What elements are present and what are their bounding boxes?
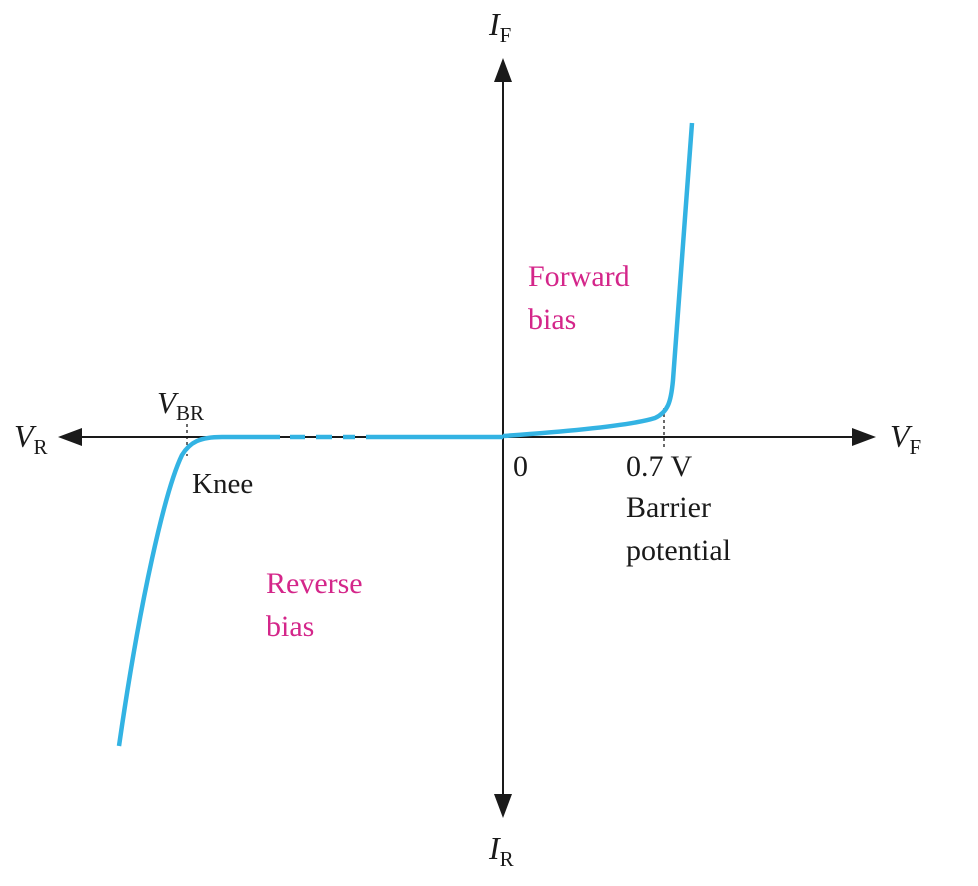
reverse-breakdown-curve [116,434,280,747]
barrier-value-label: 0.7 V [626,450,693,483]
forward-bias-label: Forward bias [528,256,630,341]
if-axis-label: IF [489,6,512,47]
forward-bias-line1: Forward [528,260,630,293]
vr-axis-label: VR [14,418,48,459]
vr-arrowhead [58,428,82,446]
reverse-bias-line2: bias [266,609,315,643]
ir-arrowhead [494,794,512,818]
vf-arrowhead [852,428,876,446]
barrier-line1: Barrier [626,491,711,524]
vf-axis-label: VF [890,418,922,459]
barrier-line2: potential [626,533,731,567]
ir-axis-label: IR [489,830,514,871]
reverse-bias-label: Reverse bias [266,563,363,648]
vbr-label: VBR [157,385,204,425]
barrier-potential-label: Barrier potential [626,487,731,572]
forward-bias-line2: bias [528,302,577,336]
origin-label: 0 [513,450,528,483]
reverse-bias-line1: Reverse [266,567,363,600]
knee-label: Knee [192,468,254,500]
if-arrowhead [494,58,512,82]
forward-bias-curve [502,122,695,439]
